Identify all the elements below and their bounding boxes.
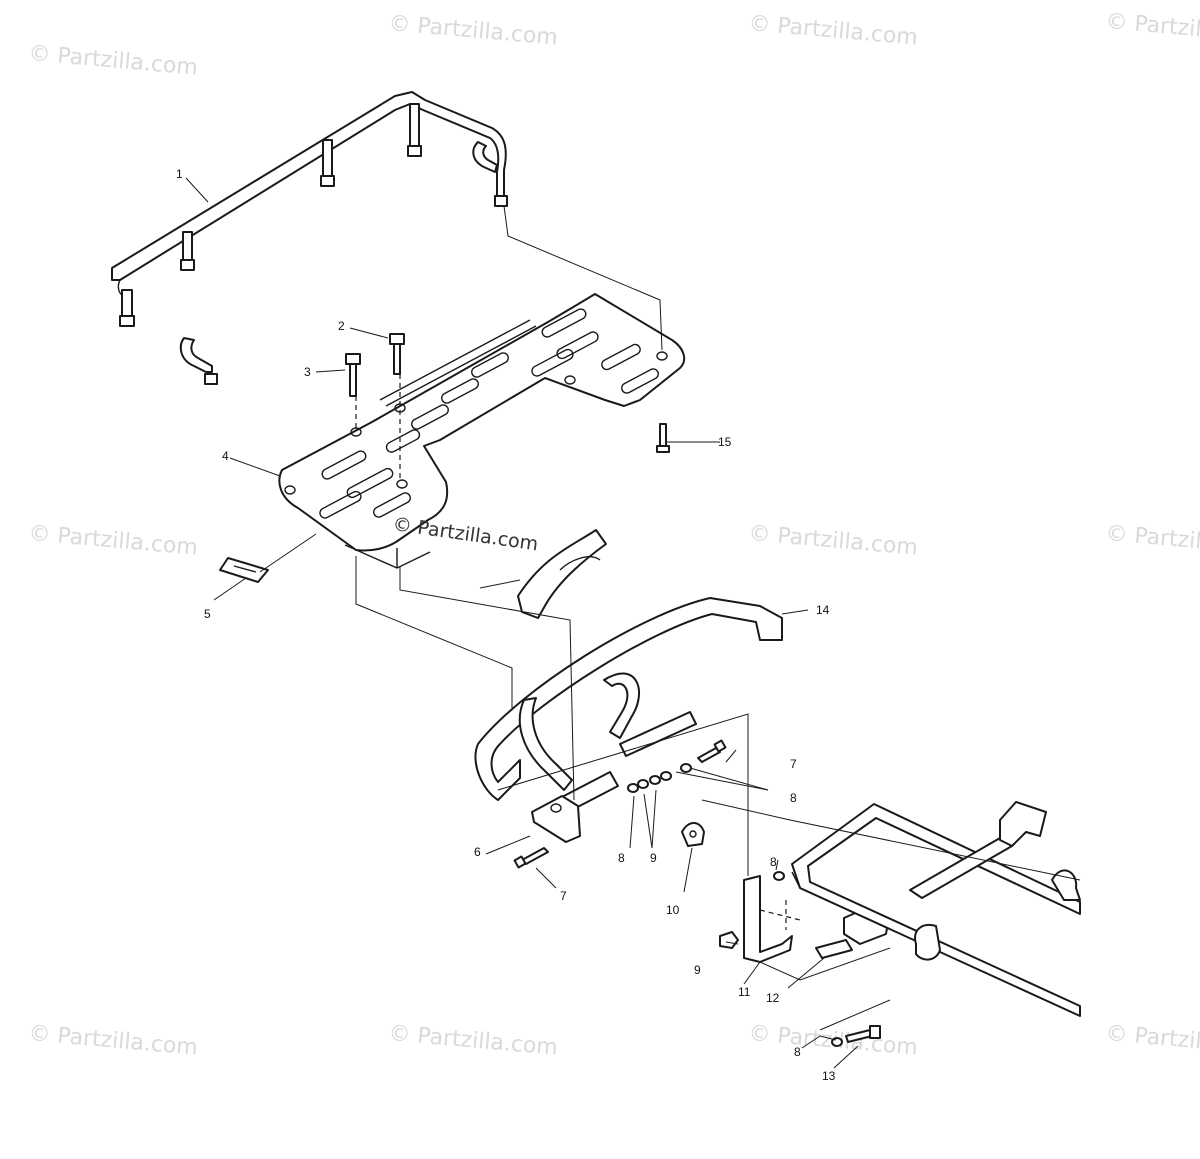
callout-15: 15 [718, 435, 732, 449]
callout-9-center: 9 [650, 851, 657, 865]
bracket-part-6[interactable] [531, 795, 581, 843]
bolt-part-7-upper[interactable] [697, 739, 727, 763]
watermark-text: © Partzilla.com [391, 513, 539, 555]
callout-12: 12 [766, 991, 780, 1005]
watermark-text: © Partzilla.com [27, 1021, 198, 1061]
clamp-part-10[interactable] [681, 822, 705, 847]
bracket-part-11[interactable] [743, 875, 793, 963]
callout-3: 3 [304, 365, 311, 379]
callout-9-lower: 9 [694, 963, 701, 977]
rack-rail-part-1[interactable] [111, 91, 508, 385]
leader-lines [185, 177, 1081, 1069]
callout-11: 11 [738, 985, 751, 999]
watermark-text: © Partzilla.com [747, 521, 918, 561]
decal-part-5[interactable] [219, 557, 269, 583]
bumper-tube-part-14[interactable] [474, 597, 783, 801]
callout-14: 14 [816, 603, 830, 617]
bolt-part-15[interactable] [656, 423, 670, 453]
bolt-part-13[interactable] [845, 1025, 881, 1043]
upper-mount-bracket[interactable] [517, 529, 607, 619]
washer-nut-set[interactable] [627, 763, 843, 1047]
watermark-text: © Partzilla.com [27, 41, 198, 81]
callout-4: 4 [222, 449, 229, 463]
callout-8-center: 8 [618, 851, 625, 865]
watermark-text: © Partzilla.com [27, 521, 198, 561]
callout-5: 5 [204, 607, 211, 621]
bolt-part-3[interactable] [345, 353, 361, 397]
watermark-text: © Partzilla.com [387, 11, 558, 51]
watermark-text: © Partzilla.com [1104, 1021, 1200, 1061]
bolt-part-2[interactable] [389, 333, 405, 375]
callout-6: 6 [474, 845, 481, 859]
callout-1: 1 [176, 167, 183, 181]
mount-bar-assembly[interactable] [559, 711, 697, 813]
callout-7-lower: 7 [560, 889, 567, 903]
callout-labels: 1 2 3 4 5 6 7 7 8 8 8 8 9 9 10 11 12 13 … [176, 167, 836, 1083]
watermark-layer: © Partzilla.com © Partzilla.com © Partzi… [27, 9, 1200, 1061]
callout-2: 2 [338, 319, 345, 333]
callout-8-frame: 8 [770, 855, 777, 869]
watermark-text: © Partzilla.com [387, 1021, 558, 1061]
watermark-text: © Partzilla.com [1104, 9, 1200, 49]
callout-13: 13 [822, 1069, 836, 1083]
callout-7-upper: 7 [790, 757, 797, 771]
dashed-lines [355, 374, 801, 930]
callout-10: 10 [666, 903, 680, 917]
rack-deck-part-4[interactable] [278, 293, 686, 569]
deck-slots [319, 308, 659, 519]
nut-part-9-lower[interactable] [719, 931, 739, 949]
callout-8-bottom: 8 [794, 1045, 801, 1059]
watermark-text: © Partzilla.com [1104, 521, 1200, 561]
vehicle-frame [791, 801, 1081, 1017]
callout-8-right: 8 [790, 791, 797, 805]
center-watermark: © Partzilla.com [391, 513, 539, 555]
watermark-text: © Partzilla.com [747, 11, 918, 51]
bolt-part-7-lower[interactable] [513, 847, 549, 869]
